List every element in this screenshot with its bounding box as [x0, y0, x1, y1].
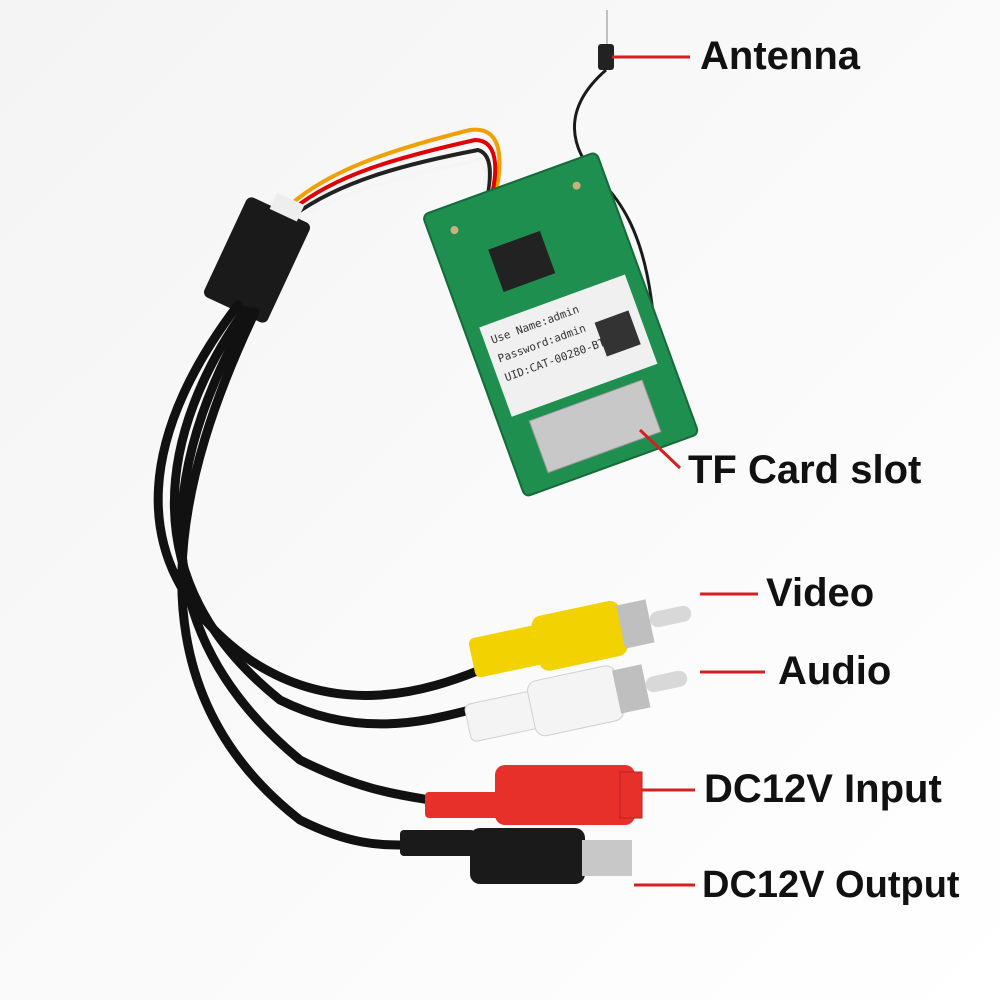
dc-input-label: DC12V Input — [704, 767, 942, 811]
tf-card-slot-shape — [528, 379, 662, 474]
video-label: Video — [766, 571, 875, 615]
antenna-label: Antenna — [700, 34, 860, 78]
audio-rca-plug — [464, 664, 688, 742]
pcb-board: Use Name:admin Password:admin UID:CAT-00… — [423, 152, 699, 497]
dc-output-plug — [400, 828, 632, 884]
leader-tf-card — [638, 428, 682, 470]
leader-lines — [612, 55, 765, 887]
dc-input-jack — [425, 765, 643, 825]
cables — [153, 300, 485, 850]
tf-card-slot-label: TF Card slot — [688, 448, 922, 492]
audio-label: Audio — [778, 649, 892, 693]
dc-output-label: DC12V Output — [702, 864, 960, 906]
cable-connector — [204, 192, 310, 323]
video-rca-plug — [468, 599, 692, 678]
